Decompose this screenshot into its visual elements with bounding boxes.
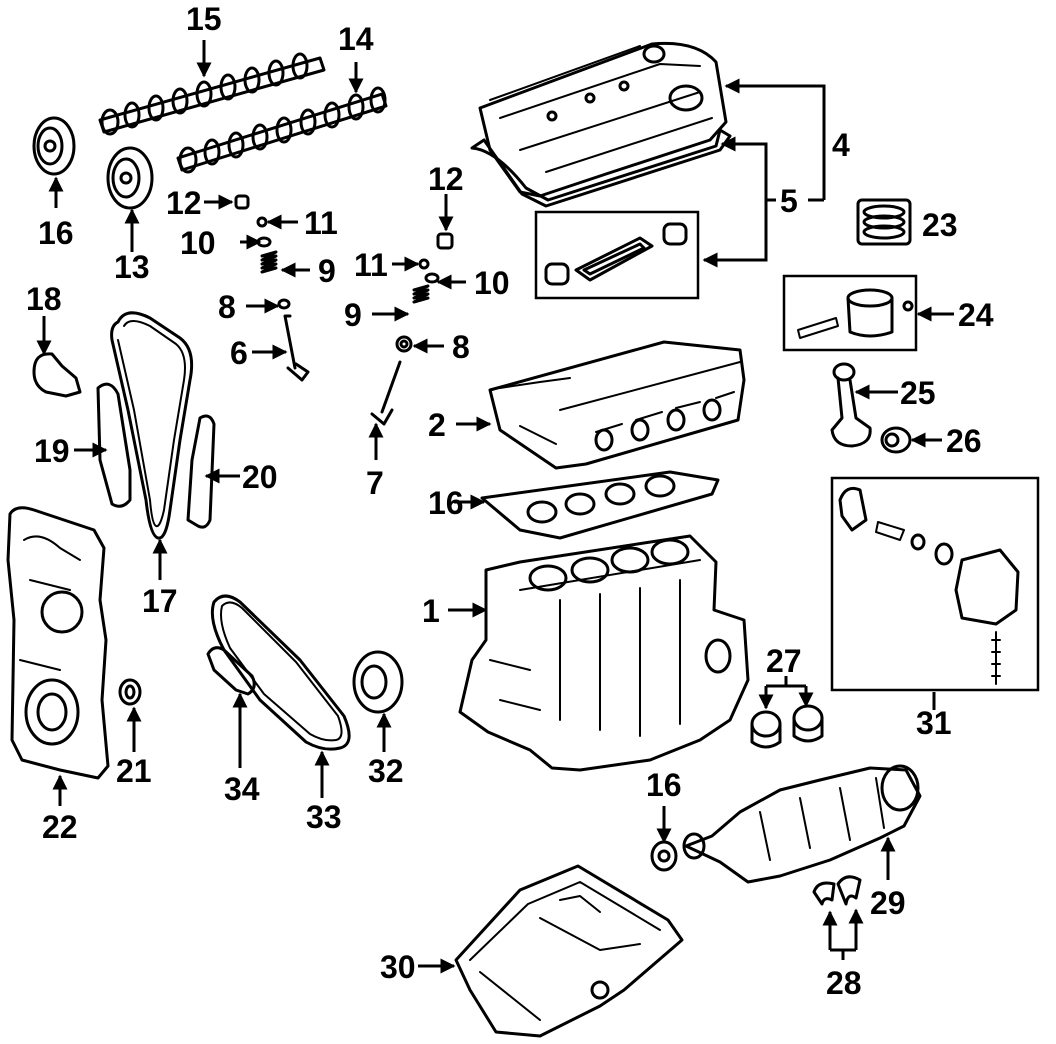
retainer-right: [424, 272, 440, 284]
callout-27: 27: [766, 643, 802, 679]
spring-left: [260, 250, 278, 274]
callout-24: 24: [958, 297, 994, 333]
piston: [797, 288, 914, 339]
callout-22: 22: [42, 809, 78, 845]
valve-right: [370, 360, 402, 426]
thrust-washers: [812, 875, 862, 906]
seal-left: [277, 298, 291, 310]
spark-plug-seal-box: [534, 210, 700, 300]
callout-31: 31: [916, 705, 952, 741]
spring-right: [412, 284, 430, 304]
callout-10-left: 10: [180, 225, 216, 261]
callout-30: 30: [380, 949, 416, 985]
connecting-rod: [830, 362, 872, 448]
camshaft-intake: [98, 52, 326, 136]
callout-16-lower: 16: [646, 767, 682, 803]
cam-sprocket-upper: [32, 116, 76, 176]
callout-8-left: 8: [218, 289, 236, 325]
chain-tensioner: [32, 352, 82, 398]
callout-26: 26: [946, 423, 982, 459]
callout-34: 34: [224, 771, 260, 807]
callout-33: 33: [306, 799, 342, 835]
oil-pump-sprocket: [352, 650, 404, 714]
callout-25: 25: [900, 375, 936, 411]
oil-pump-chain-tensioner: [206, 646, 256, 696]
callout-21: 21: [116, 753, 152, 789]
chain-guide-right: [186, 414, 216, 529]
rod-bearing: [880, 426, 912, 454]
callout-15: 15: [186, 1, 222, 37]
head-gasket: [480, 470, 720, 540]
callout-labels: 1 2 16 4 5 6 7 8 8 9 9 10 10 11 11 12 12…: [26, 1, 994, 1001]
cam-sprocket: [106, 146, 154, 210]
callout-10-right: 10: [474, 265, 510, 301]
lifter-right: [436, 232, 454, 250]
front-seal: [118, 678, 142, 706]
callout-18: 18: [26, 281, 62, 317]
cylinder-head: [488, 340, 746, 470]
callout-4: 4: [832, 127, 850, 163]
callout-13: 13: [114, 249, 150, 285]
callout-9-right: 9: [344, 297, 362, 333]
callout-12-left: 12: [166, 185, 202, 221]
crank-sprocket: [650, 840, 678, 872]
oil-pan: [454, 864, 684, 1038]
callout-16-upper: 16: [38, 215, 74, 251]
callout-12-right: 12: [428, 161, 464, 197]
valve-cover: [478, 41, 728, 198]
timing-chain: [110, 311, 194, 540]
callout-23: 23: [922, 207, 958, 243]
callout-17: 17: [142, 583, 178, 619]
keeper-right: [418, 258, 430, 270]
lifter-left: [234, 194, 250, 210]
crankshaft: [682, 764, 922, 884]
piston-rings: [856, 198, 912, 246]
callout-9-left: 9: [318, 253, 336, 289]
callout-3: 16: [428, 485, 464, 521]
oil-pump-box: [830, 476, 1040, 692]
callout-32: 32: [368, 753, 404, 789]
camshaft-exhaust: [176, 86, 388, 174]
callout-11-right: 11: [354, 247, 388, 283]
leader-lines: [36, 40, 954, 974]
keeper-left: [256, 216, 268, 228]
engine-block: [458, 534, 750, 772]
callout-19: 19: [34, 433, 70, 469]
piston-box: [782, 274, 918, 352]
callout-2: 2: [428, 407, 446, 443]
callout-7: 7: [366, 465, 384, 501]
callout-6: 6: [230, 335, 248, 371]
callout-29: 29: [870, 885, 906, 921]
callout-28: 28: [826, 965, 862, 1001]
callout-11-left: 11: [304, 205, 338, 241]
oil-pump: [838, 486, 1020, 685]
seal-right: [395, 335, 413, 353]
main-bearings: [750, 704, 824, 749]
valve-cover-gasket: [470, 128, 732, 208]
chain-guide-left: [96, 382, 132, 508]
timing-cover: [6, 506, 110, 780]
spark-plug-seals: [544, 222, 688, 286]
callout-1: 1: [422, 593, 440, 629]
oil-pump-chain: [210, 594, 351, 751]
callout-14: 14: [338, 21, 374, 57]
callout-5: 5: [780, 183, 798, 219]
callout-20: 20: [242, 459, 278, 495]
callout-8-right: 8: [452, 329, 470, 365]
valve-left: [283, 314, 310, 382]
